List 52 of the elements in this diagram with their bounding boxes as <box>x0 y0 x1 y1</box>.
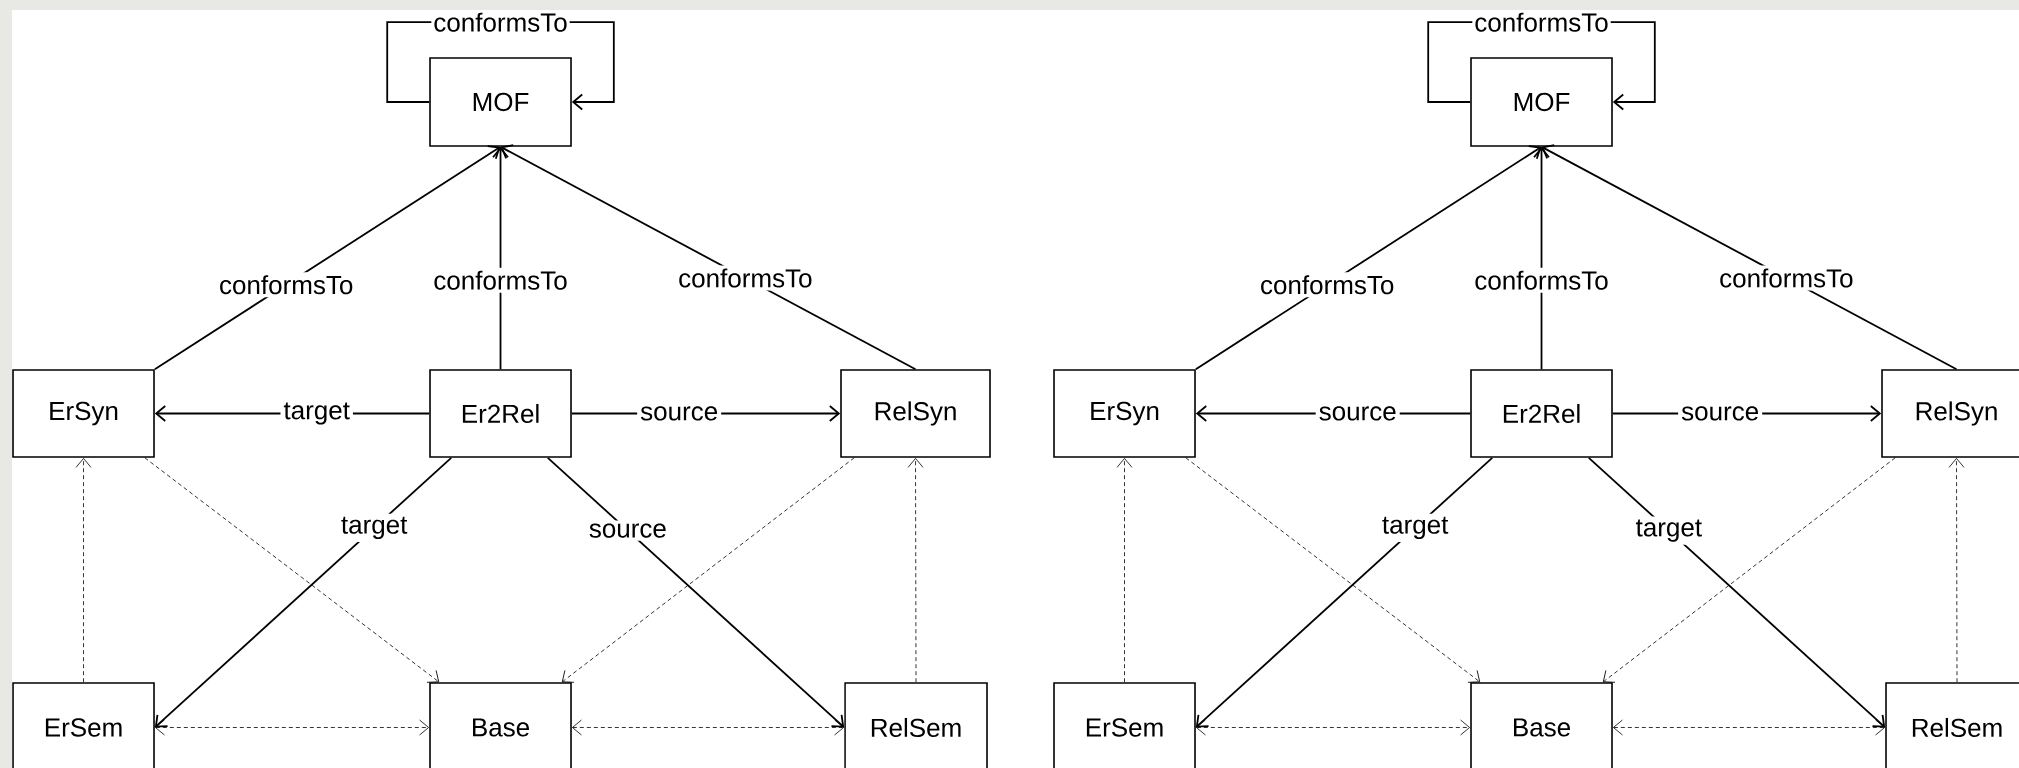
edge-label: target <box>1378 513 1452 542</box>
dashed-arrow <box>561 457 855 683</box>
class-box: RelSem <box>1885 682 2019 768</box>
class-box: Er2Rel <box>1470 369 1613 458</box>
dashed-arrow <box>155 719 429 736</box>
class-box: ErSem <box>12 682 155 768</box>
edge-label: target <box>337 513 411 542</box>
class-box: MOF <box>1470 57 1613 147</box>
edge-label: target <box>1632 516 1706 545</box>
arrow <box>153 145 501 371</box>
class-box: Er2Rel <box>429 369 572 458</box>
edge-label: source <box>585 520 670 541</box>
edge-label: conformsTo <box>216 272 357 298</box>
dashed-arrow <box>1185 457 1481 683</box>
dashed-arrow <box>1196 719 1470 736</box>
arrow <box>154 456 453 728</box>
arrow <box>546 456 845 728</box>
arrow <box>1541 144 1958 371</box>
class-box: MOF <box>429 57 572 147</box>
edge-label: source <box>1315 403 1400 424</box>
class-box: ErSem <box>1053 682 1196 768</box>
dashed-arrow <box>75 458 92 683</box>
class-box: Base <box>429 682 572 768</box>
edge-label: conformsTo <box>1716 265 1857 291</box>
arrow <box>1194 145 1542 371</box>
edge-label: conformsTo <box>1471 267 1612 293</box>
class-box: ErSyn <box>12 369 155 458</box>
edge-label: conformsTo <box>430 267 571 293</box>
edge-label: source <box>637 403 722 424</box>
dashed-arrow <box>144 457 440 683</box>
dashed-arrow <box>907 458 924 683</box>
dashed-arrow <box>1602 457 1896 683</box>
edge-label: conformsTo <box>431 10 570 34</box>
arrow <box>1533 146 1550 371</box>
arrow <box>1587 456 1886 728</box>
edge-label: conformsTo <box>1257 272 1398 298</box>
dashed-arrow <box>1116 458 1133 683</box>
dashed-arrow <box>572 719 844 736</box>
class-box: RelSyn <box>1881 369 2019 458</box>
class-box: Base <box>1470 682 1613 768</box>
dashed-arrow <box>1613 719 1885 736</box>
edge-label: source <box>1678 403 1763 424</box>
class-box: RelSem <box>844 682 988 768</box>
edge-label: conformsTo <box>675 265 816 291</box>
class-box: RelSyn <box>840 369 991 458</box>
edge-label: target <box>280 399 353 428</box>
arrow <box>500 144 917 371</box>
arrow <box>492 146 509 371</box>
edge-label: conformsTo <box>1472 10 1611 34</box>
arrow <box>1195 456 1494 728</box>
dashed-arrow <box>1948 458 1965 683</box>
class-box: ErSyn <box>1053 369 1196 458</box>
